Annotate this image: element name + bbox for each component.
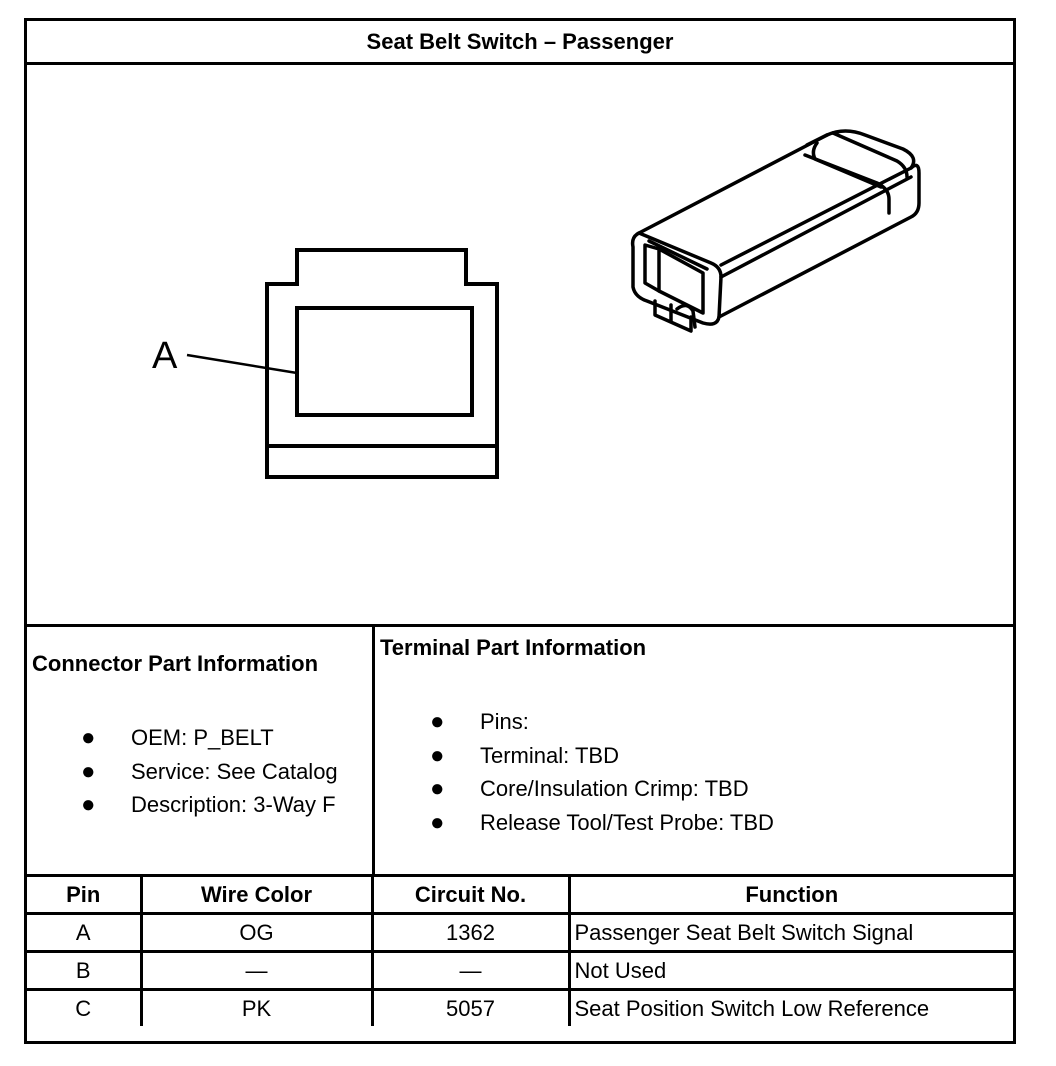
table-row: A OG 1362 Passenger Seat Belt Switch Sig… [27,912,1013,953]
cell-function: Not Used [567,950,1013,991]
bullet: ● [430,808,445,836]
cell-pin: A [27,912,143,953]
sheet-title: Seat Belt Switch – Passenger [27,21,1013,65]
cell-wire-color: — [139,950,374,991]
header-circuit-no: Circuit No. [370,874,571,915]
table-header-row: Pin Wire Color Circuit No. Function [27,874,1013,915]
bullet: ● [81,791,96,818]
list-item: ● Service: See Catalog [81,755,338,789]
bullet: ● [430,741,445,769]
cell-function: Seat Position Switch Low Reference [567,988,1013,1026]
connector-info-heading: Connector Part Information [32,651,319,676]
connector-figure: A [27,65,1013,624]
table-row: C PK 5057 Seat Position Switch Low Refer… [27,988,1013,1026]
connector-drawing: A [152,129,921,479]
connector-3d-view [630,129,921,333]
terminal-info-release-tool: Release Tool/Test Probe: TBD [480,809,774,835]
header-pin: Pin [27,874,143,915]
cell-function: Passenger Seat Belt Switch Signal [567,912,1013,953]
cavity-a [295,306,474,417]
terminal-part-info: Terminal Part Information ● Pins: ● Termin… [372,627,1016,877]
cell-pin: C [27,988,143,1026]
cell-circuit-no: 5057 [370,988,571,1026]
header-function: Function [567,874,1013,915]
list-item: ● Pins: [430,705,774,739]
connector-part-info: Connector Part Information ● OEM: P_BELT … [27,627,372,877]
callout-label-a: A [152,335,178,377]
cell-circuit-no: 1362 [370,912,571,953]
pinout-table: Pin Wire Color Circuit No. Function A OG… [27,874,1013,1026]
header-wire-color: Wire Color [139,874,374,915]
part-info-section: Connector Part Information ● OEM: P_BELT … [27,624,1013,877]
list-item: ● Core/Insulation Crimp: TBD [430,772,774,806]
connector-sheet: Seat Belt Switch – Passenger A [24,18,1016,1044]
table-row: B — — Not Used [27,950,1013,991]
terminal-info-heading: Terminal Part Information [380,635,647,660]
terminal-info-list: ● Pins: ● Terminal: TBD ● Core/Insulation C… [430,705,774,839]
connector-info-oem: OEM: P_BELT [131,725,274,750]
terminal-info-pins: Pins: [480,709,529,734]
list-item: ● Terminal: TBD [430,739,774,773]
list-item: ● Release Tool/Test Probe: TBD [430,806,774,840]
cell-circuit-no: — [370,950,571,991]
cell-wire-color: OG [139,912,374,953]
connector-info-list: ● OEM: P_BELT ● Service: See Catalog ● Desc… [81,721,338,822]
cell-wire-color: PK [139,988,374,1026]
terminal-info-terminal: Terminal: TBD [480,742,619,768]
cell-pin: B [27,950,143,991]
bullet: ● [430,708,445,735]
bullet: ● [81,724,96,751]
list-item: ● Description: 3-Way F [81,788,338,822]
connector-info-description: Description: 3-Way F [131,792,336,817]
list-item: ● OEM: P_BELT [81,721,338,755]
terminal-info-crimp: Core/Insulation Crimp: TBD [480,776,749,801]
connector-face-outline [265,248,499,479]
callout-leader-line [186,353,298,375]
bullet: ● [81,757,96,785]
connector-info-service: Service: See Catalog [131,758,338,784]
bullet: ● [430,775,445,802]
